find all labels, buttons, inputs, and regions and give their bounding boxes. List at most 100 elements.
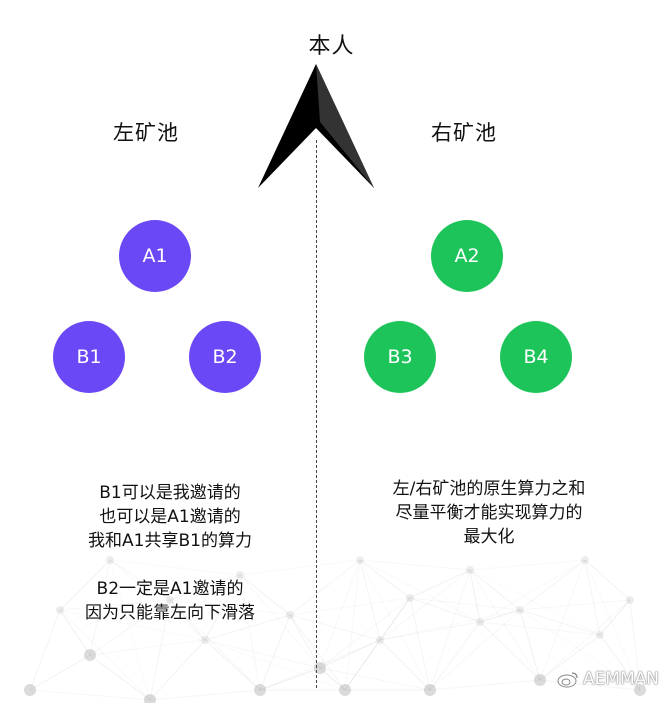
network-node: [106, 556, 114, 564]
weibo-icon: [557, 672, 578, 688]
network-node: [516, 606, 524, 614]
network-link: [29, 609, 61, 691]
network-link: [429, 679, 541, 691]
network-node: [286, 611, 294, 619]
network-link: [319, 597, 411, 669]
network-link: [239, 574, 321, 669]
network-link: [319, 667, 431, 691]
network-node: [376, 636, 384, 644]
node-b4: B4: [500, 321, 572, 393]
note-line: 也可以是A1邀请的: [99, 507, 241, 527]
node-a1: A1: [119, 220, 191, 292]
network-link: [479, 621, 541, 681]
page-title: 本人: [308, 34, 355, 59]
network-link: [344, 639, 381, 691]
network-link: [149, 639, 206, 701]
network-link: [379, 639, 431, 691]
network-link: [479, 621, 601, 636]
network-link: [289, 597, 411, 616]
network-node: [56, 606, 64, 614]
network-link: [259, 614, 291, 691]
network-link: [539, 634, 601, 681]
network-link: [59, 609, 206, 641]
network-link: [379, 621, 481, 641]
network-link: [289, 559, 361, 616]
network-node: [356, 556, 364, 564]
network-link: [319, 667, 346, 691]
node-a2: A2: [431, 220, 503, 292]
network-link: [319, 639, 381, 669]
network-node: [581, 556, 589, 564]
network-link: [519, 599, 631, 611]
note-line: 最大化: [463, 527, 515, 547]
network-link: [59, 609, 91, 656]
network-link: [204, 574, 241, 641]
note-line: 左/右矿池的原生算力之和: [392, 479, 586, 499]
network-link: [239, 574, 261, 691]
left-pool-note: B1可以是我邀请的 也可以是A1邀请的 我和A1共享B1的算力 B2一定是A1邀…: [20, 481, 320, 625]
network-link: [204, 639, 346, 691]
network-link: [599, 599, 631, 636]
network-link: [359, 559, 381, 641]
network-link: [89, 654, 151, 701]
network-link: [469, 569, 601, 636]
network-link: [519, 609, 601, 636]
network-link: [344, 559, 361, 691]
network-link: [479, 609, 521, 623]
network-link: [519, 609, 641, 691]
network-link: [359, 559, 481, 623]
network-node: [236, 571, 244, 579]
network-link: [204, 639, 261, 691]
network-link: [89, 639, 206, 656]
network-link: [59, 599, 171, 611]
network-link: [379, 609, 521, 641]
network-link: [519, 609, 541, 681]
node-b2: B2: [189, 321, 261, 393]
network-link: [359, 559, 411, 599]
network-node: [626, 596, 634, 604]
network-node: [144, 694, 156, 703]
note-line: B1可以是我邀请的: [99, 483, 241, 503]
network-link: [89, 559, 111, 656]
note-line: 尽量平衡才能实现算力的: [395, 503, 583, 523]
network-link: [29, 689, 151, 701]
network-link: [409, 597, 521, 611]
network-link: [289, 614, 321, 669]
network-link: [469, 559, 586, 571]
network-node: [534, 674, 546, 686]
network-link: [429, 621, 481, 691]
black-arrowhead-icon: [258, 64, 374, 188]
network-link: [149, 689, 261, 701]
network-link: [259, 639, 381, 691]
network-link: [539, 599, 631, 681]
network-link: [259, 667, 321, 691]
network-link: [239, 559, 361, 576]
network-node: [476, 618, 484, 626]
network-node: [596, 631, 604, 639]
right-pool-label: 右矿池: [431, 121, 497, 145]
left-pool-label: 左矿池: [113, 121, 179, 145]
network-link: [469, 569, 481, 623]
network-link: [539, 559, 586, 681]
network-link: [519, 559, 586, 611]
network-link: [204, 614, 291, 641]
network-link: [169, 574, 241, 601]
network-link: [169, 599, 291, 616]
network-link: [149, 599, 171, 701]
network-link: [629, 599, 641, 691]
network-link: [289, 614, 381, 641]
network-link: [469, 569, 541, 681]
network-node: [424, 684, 436, 696]
network-node: [24, 684, 36, 696]
network-node: [406, 594, 414, 602]
network-link: [479, 559, 586, 623]
network-link: [344, 597, 411, 691]
network-node: [166, 596, 174, 604]
network-link: [109, 559, 241, 576]
network-link: [359, 559, 431, 691]
network-link: [169, 599, 261, 691]
note-line: B2一定是A1邀请的: [96, 579, 244, 599]
network-link: [169, 599, 206, 641]
network-link: [319, 559, 361, 669]
